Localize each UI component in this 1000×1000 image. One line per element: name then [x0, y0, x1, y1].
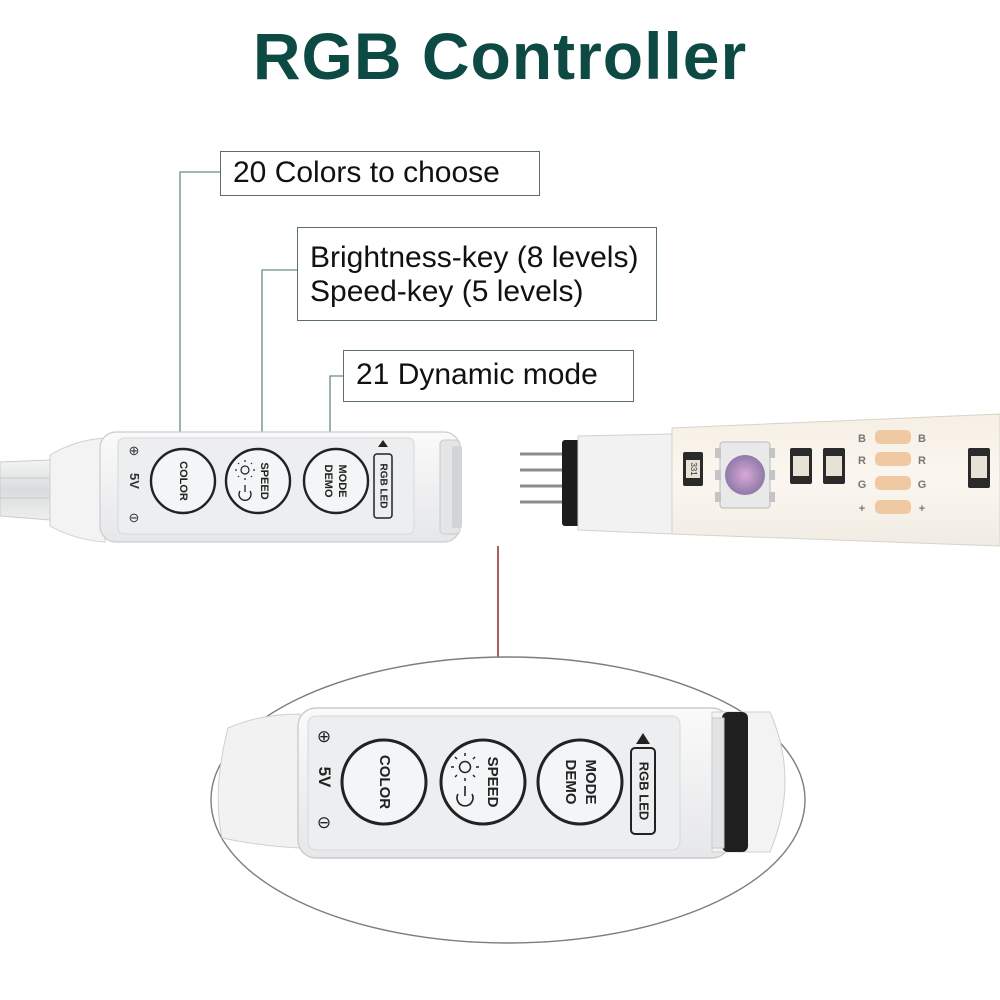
svg-text:331: 331 — [689, 462, 698, 476]
callout-mode: 21 Dynamic mode — [343, 350, 634, 402]
mode-button[interactable] — [302, 447, 370, 515]
mode-button-zoomed[interactable] — [536, 738, 624, 826]
speed-button-label: SPEED — [258, 462, 270, 499]
speed-button-zoomed[interactable] — [439, 738, 527, 826]
voltage-label: 5V — [127, 473, 142, 489]
color-button[interactable] — [149, 447, 217, 515]
brand-label: RGB LED — [377, 464, 388, 509]
warning-icon — [636, 733, 650, 744]
led-strip: 331 B R G + B R G + — [520, 413, 1000, 547]
svg-text:R: R — [918, 455, 926, 467]
svg-text:⊖: ⊖ — [317, 813, 331, 832]
sun-icon — [451, 753, 479, 781]
svg-text:COLOR: COLOR — [376, 755, 393, 809]
callout-brightness-text: Brightness-key (8 levels) — [310, 241, 639, 274]
svg-text:RGB LED: RGB LED — [637, 762, 652, 821]
mode-button-label-2: DEMO — [322, 465, 334, 498]
mode-button-label-1: MODE — [336, 465, 348, 498]
connector-pins — [520, 452, 566, 504]
svg-text:+: + — [919, 503, 925, 515]
warning-icon — [378, 440, 388, 447]
callout-brightness-speed: Brightness-key (8 levels) Speed-key (5 l… — [297, 227, 657, 321]
color-button-zoomed[interactable] — [340, 738, 428, 826]
color-button-label: COLOR — [177, 461, 189, 501]
callout-mode-text: 21 Dynamic mode — [356, 358, 598, 391]
brand-badge — [373, 453, 393, 519]
svg-text:+: + — [859, 503, 865, 515]
callout-colors: 20 Colors to choose — [220, 151, 540, 196]
svg-text:B: B — [918, 433, 926, 445]
controller-zoomed: ⊕ 5V ⊖ COLOR SPEED MODE DEMO RGB LED — [217, 707, 786, 859]
leader-brightness — [261, 269, 297, 462]
minus-icon: ⊖ — [129, 510, 140, 525]
callout-colors-text: 20 Colors to choose — [233, 156, 500, 189]
sun-icon — [235, 460, 255, 480]
leader-colors — [179, 171, 221, 462]
svg-text:G: G — [918, 479, 927, 491]
svg-text:⊕: ⊕ — [317, 727, 331, 746]
power-icon — [456, 786, 474, 807]
page-title: RGB Controller — [252, 19, 748, 93]
svg-text:SPEED: SPEED — [484, 757, 501, 808]
callout-speed-text: Speed-key (5 levels) — [310, 275, 584, 308]
speed-button[interactable] — [224, 447, 292, 515]
plus-icon: ⊕ — [129, 443, 140, 458]
svg-text:MODE: MODE — [582, 760, 599, 805]
controller-top: ⊕ 5V ⊖ COLOR SPEED MODE DEMO RGB LED — [0, 431, 462, 543]
power-icon — [238, 485, 252, 501]
svg-text:DEMO: DEMO — [562, 760, 579, 805]
svg-text:5V: 5V — [315, 767, 334, 788]
svg-text:G: G — [858, 479, 867, 491]
brand-badge-zoomed — [630, 747, 656, 835]
svg-text:B: B — [858, 433, 866, 445]
svg-text:R: R — [858, 455, 866, 467]
